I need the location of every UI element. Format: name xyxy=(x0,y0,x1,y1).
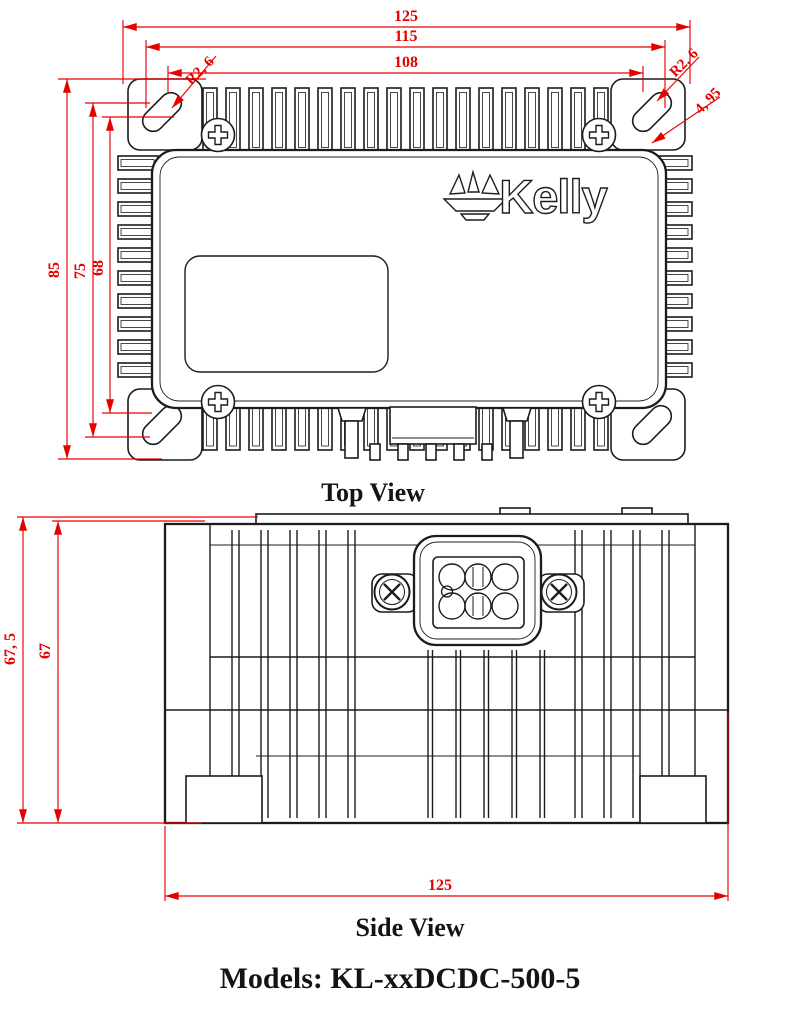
dim-top-mounting-width: 115 xyxy=(394,28,417,45)
dim-slot-radius-right: R2, 6 xyxy=(667,45,702,80)
phillips-screw-icon xyxy=(373,573,411,611)
dim-top-fin-height: 68 xyxy=(90,260,107,276)
connector-pins xyxy=(438,563,519,620)
top-view-title: Top View xyxy=(321,478,425,507)
kelly-logo-text: Kelly xyxy=(499,170,607,223)
bottom-connector-protrusion xyxy=(336,406,533,461)
phillips-screw-icon xyxy=(200,384,236,420)
top-fin-comb xyxy=(202,87,609,153)
kelly-logo-mark-icon xyxy=(442,169,508,221)
mount-slot-bottom-right xyxy=(631,404,673,446)
top-view-drawing: Kelly xyxy=(46,8,724,507)
dim-side-body-height: 67 xyxy=(37,643,54,659)
phillips-screw-icon xyxy=(200,117,236,153)
power-connector xyxy=(371,534,585,647)
cover-plate-edge xyxy=(255,513,689,525)
connector-posts xyxy=(336,407,533,459)
mounting-foot-left xyxy=(185,775,263,824)
connector-index-hole xyxy=(440,585,454,598)
models-caption: Models: KL-xxDCDC-500-5 xyxy=(220,962,581,995)
mounting-foot-right xyxy=(639,775,707,824)
side-view-drawing: 67, 5 67 125 Side View xyxy=(2,507,730,942)
dim-top-overall-width: 125 xyxy=(394,8,418,25)
kelly-logo: Kelly xyxy=(442,169,609,224)
dim-slot-radius-left: R2, 6 xyxy=(183,53,218,88)
controller-cover-inner-line xyxy=(159,156,659,402)
dim-top-mounting-height: 75 xyxy=(72,263,89,279)
dim-top-overall-height: 85 xyxy=(46,262,63,278)
side-view-title: Side View xyxy=(355,913,464,942)
side-view-dimensions: 67, 5 67 125 xyxy=(2,516,729,901)
phillips-screw-icon xyxy=(540,573,578,611)
mounting-tabs xyxy=(127,78,686,461)
dim-top-fin-width: 108 xyxy=(394,54,418,71)
nameplate-recess xyxy=(184,255,389,373)
phillips-screw-icon xyxy=(581,117,617,153)
dim-side-overall-height: 67, 5 xyxy=(2,633,19,665)
connector-pin-teeth xyxy=(369,443,493,461)
phillips-screw-icon xyxy=(581,384,617,420)
dim-side-overall-width: 125 xyxy=(428,877,452,894)
